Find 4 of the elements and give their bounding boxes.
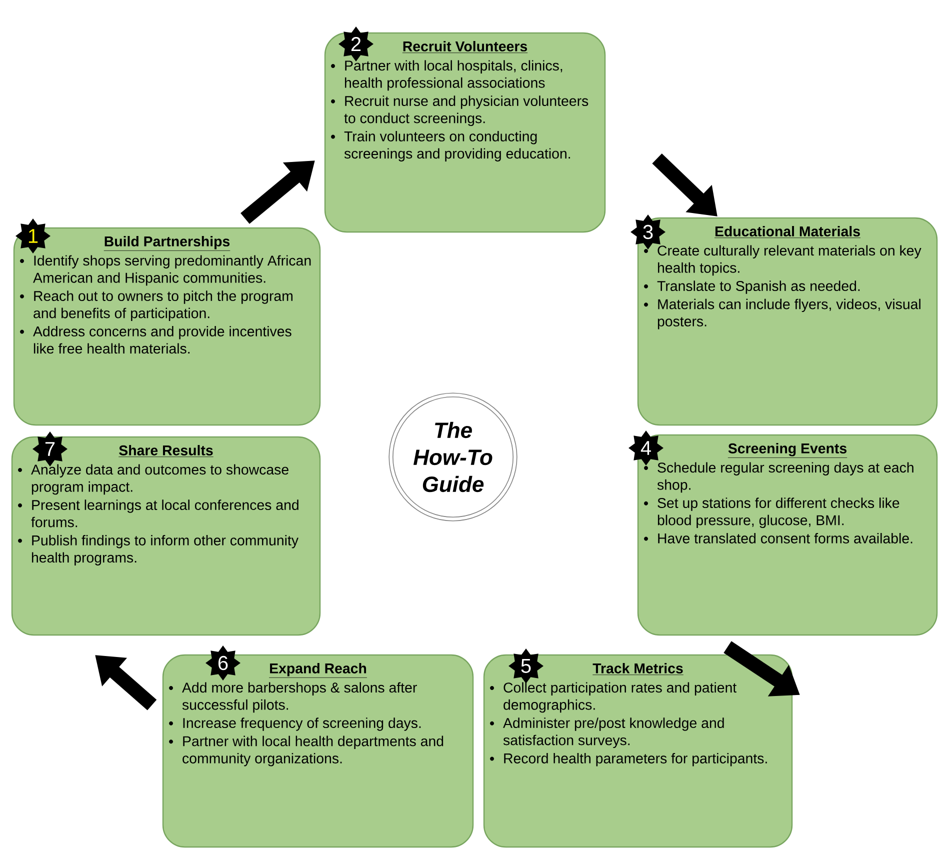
- number-badge: 2: [338, 26, 374, 62]
- number-badge: 5: [508, 648, 544, 684]
- number-badge: 6: [206, 646, 240, 680]
- number-badge: 1: [16, 218, 50, 254]
